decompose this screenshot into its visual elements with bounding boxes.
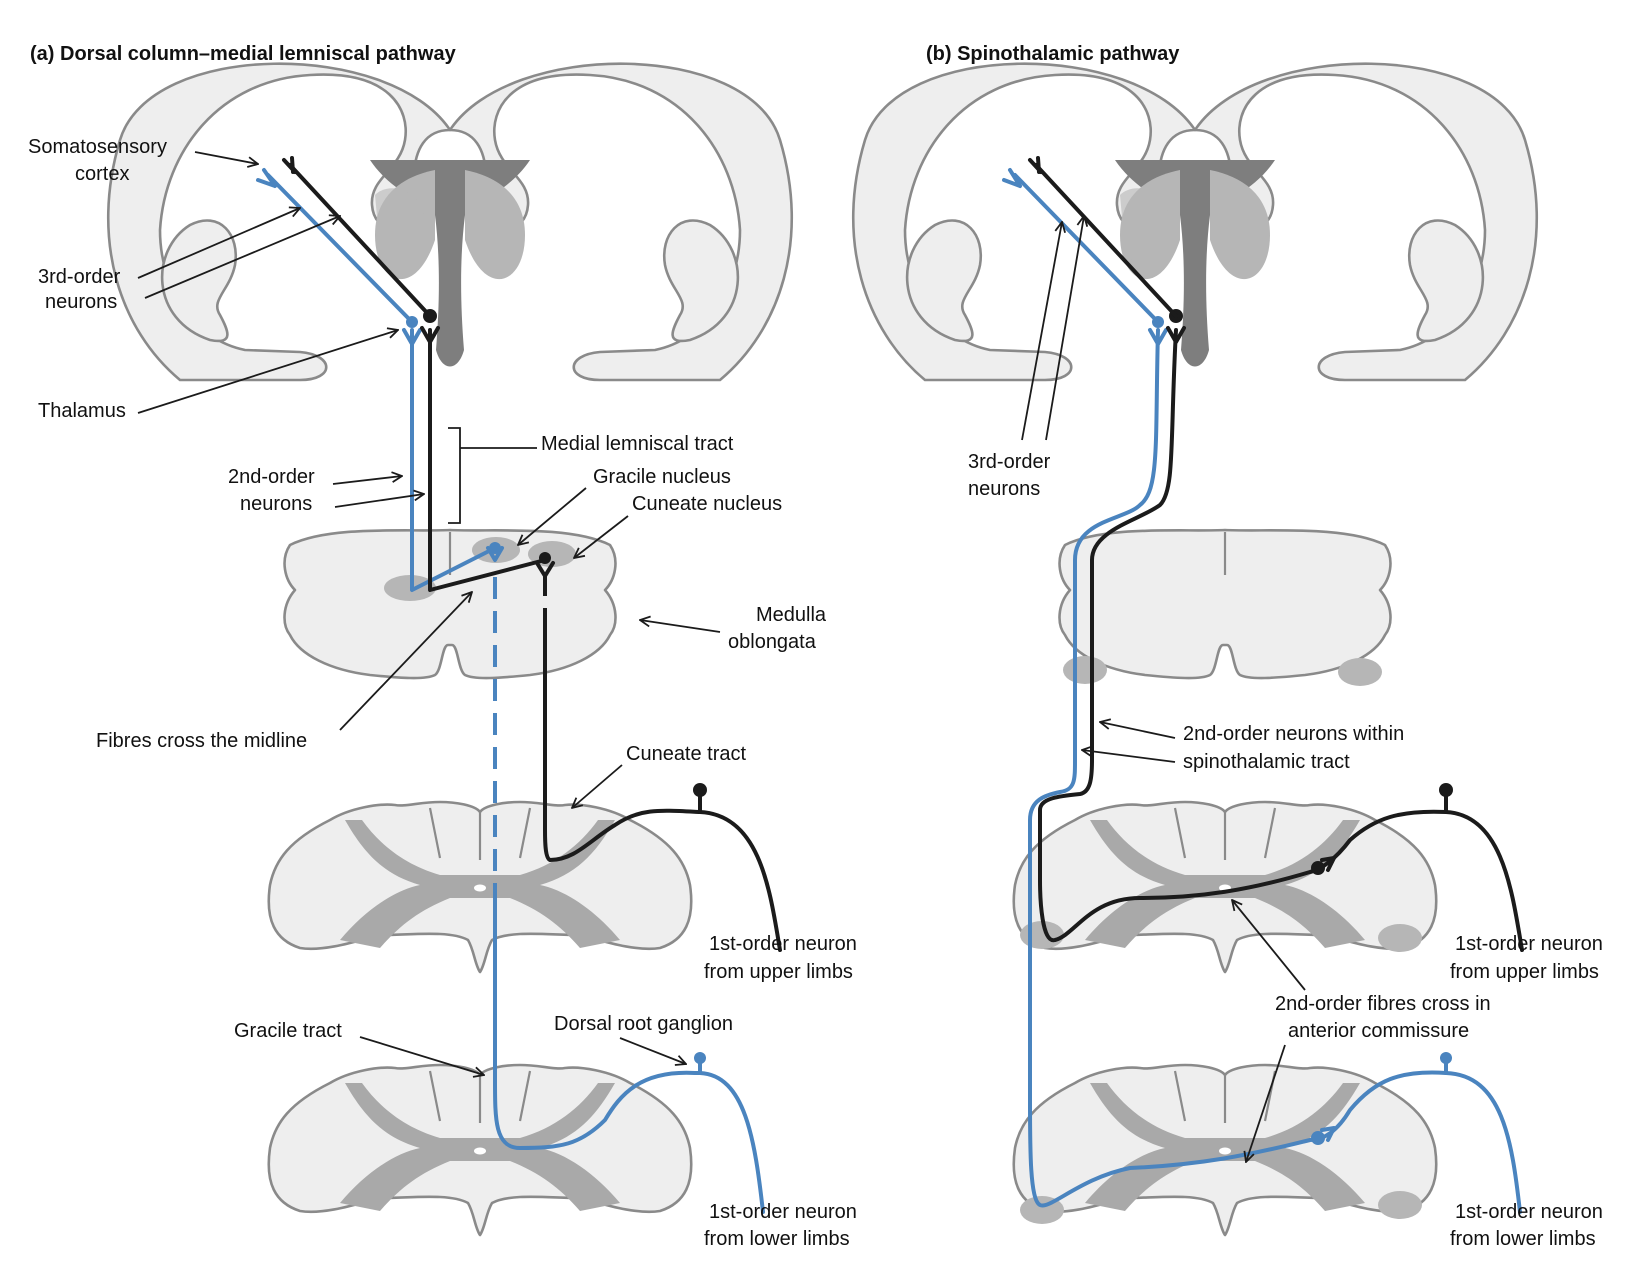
- third-order-label-line2-a: neurons: [45, 291, 117, 313]
- first-order-lower-label-line2-b: from lower limbs: [1450, 1228, 1596, 1250]
- fibres-cross-midline-label: Fibres cross the midline: [96, 730, 307, 752]
- third-order-label-line1-b: 3rd-order: [968, 451, 1051, 473]
- somatosensory-cortex-label-line2: cortex: [75, 163, 129, 185]
- medulla-label-line1: Medulla: [756, 604, 827, 626]
- panel-a: (a) Dorsal column–medial lemniscal pathw…: [28, 43, 857, 1250]
- first-order-lower-label-line1-a: 1st-order neuron: [709, 1201, 857, 1223]
- third-order-label-line1-a: 3rd-order: [38, 266, 121, 288]
- gracile-nucleus-label: Gracile nucleus: [593, 466, 731, 488]
- second-order-within-label-line2: spinothalamic tract: [1183, 751, 1350, 773]
- cuneate-tract-label: Cuneate tract: [626, 743, 747, 765]
- brain-section-a: [106, 62, 794, 382]
- first-order-upper-label-line1-b: 1st-order neuron: [1455, 933, 1603, 955]
- panel-b-title: (b) Spinothalamic pathway: [926, 43, 1180, 65]
- brain-section-b: [851, 62, 1539, 382]
- upper-limb-pathway-a: [282, 156, 782, 952]
- spinothalamic-tract-cervical-right: [1378, 924, 1422, 952]
- panel-a-title: (a) Dorsal column–medial lemniscal pathw…: [30, 43, 457, 65]
- medulla-oblongata-b: [1058, 528, 1392, 680]
- first-order-upper-label-line1-a: 1st-order neuron: [709, 933, 857, 955]
- spinothalamic-tract-lumbar-right: [1378, 1191, 1422, 1219]
- cuneate-nucleus-label: Cuneate nucleus: [632, 493, 782, 515]
- gracile-tract-label: Gracile tract: [234, 1020, 342, 1042]
- upper-limb-pathway-b: [1028, 156, 1524, 952]
- somatosensory-cortex-label-line1: Somatosensory: [28, 136, 167, 158]
- spinothalamic-tract-medulla-left: [1063, 656, 1107, 684]
- medial-lemniscal-tract-label: Medial lemniscal tract: [541, 433, 734, 455]
- lower-limb-pathway-b: [1002, 168, 1522, 1214]
- cervical-cord-b: [1012, 800, 1438, 974]
- third-order-label-line2-b: neurons: [968, 478, 1040, 500]
- spinothalamic-tract-medulla-right: [1338, 658, 1382, 686]
- lower-limb-pathway-a: [256, 168, 765, 1214]
- thalamus-label: Thalamus: [38, 400, 126, 422]
- dorsal-root-ganglion-label: Dorsal root ganglion: [554, 1013, 733, 1035]
- first-order-upper-label-line2-a: from upper limbs: [704, 961, 853, 983]
- second-order-within-label-line1: 2nd-order neurons within: [1183, 723, 1404, 745]
- panel-b: (b) Spinothalamic pathway: [851, 43, 1603, 1250]
- first-order-lower-label-line1-b: 1st-order neuron: [1455, 1201, 1603, 1223]
- medulla-label-line2: oblongata: [728, 631, 817, 653]
- cervical-cord-a: [267, 800, 693, 974]
- second-order-label-line2-a: neurons: [240, 493, 312, 515]
- first-order-upper-label-line2-b: from upper limbs: [1450, 961, 1599, 983]
- second-order-label-line1-a: 2nd-order: [228, 466, 315, 488]
- fibres-cross-commissure-label-line1: 2nd-order fibres cross in: [1275, 993, 1491, 1015]
- fibres-cross-commissure-label-line2: anterior commissure: [1288, 1020, 1469, 1042]
- first-order-lower-label-line2-a: from lower limbs: [704, 1228, 850, 1250]
